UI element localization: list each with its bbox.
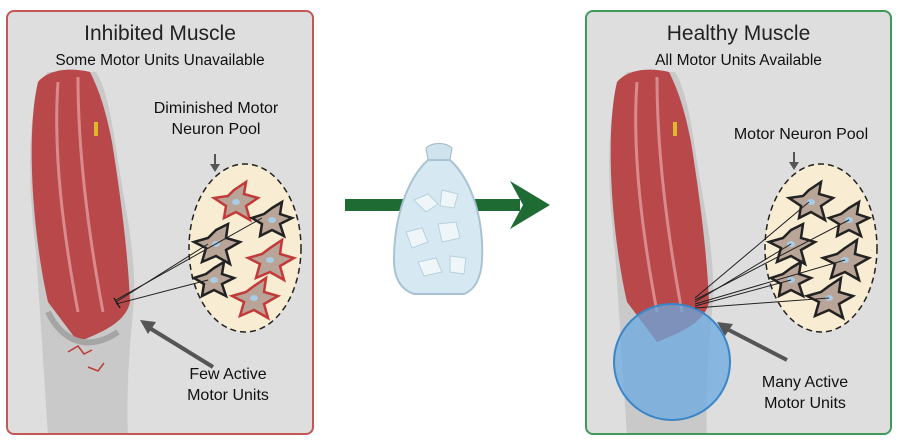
units-pointer-head <box>717 322 733 336</box>
pool-label-line1: Diminished Motor <box>153 100 279 117</box>
pool-pointer-head <box>210 164 220 172</box>
tendon <box>45 310 120 346</box>
units-pointer <box>724 326 788 362</box>
neuron <box>228 275 282 321</box>
bag-body <box>392 159 484 295</box>
ice-cubes <box>405 189 467 277</box>
pool-label: Motor Neuron Pool <box>711 124 890 145</box>
axon-line <box>694 259 846 305</box>
marker-highlight <box>673 122 677 136</box>
units-label-line1: Few Active <box>189 366 267 383</box>
endplate-mark <box>113 297 121 309</box>
left-title: Inhibited Muscle <box>84 22 236 45</box>
neuron <box>210 179 261 223</box>
muscle-fiber <box>76 76 105 313</box>
neuron <box>191 259 238 299</box>
axon-line <box>694 243 792 303</box>
knee-vessel <box>67 345 93 355</box>
units-pointer <box>146 325 215 369</box>
pool-pointer-head <box>789 162 799 170</box>
bag-knot <box>425 143 453 161</box>
units-label: Few Active Motor Units <box>158 364 298 406</box>
units-label: Many Active Motor Units <box>735 372 875 414</box>
inhibited-muscle-illustration <box>30 69 302 433</box>
muscle-fiber <box>55 81 80 313</box>
axon-line <box>115 279 209 305</box>
right-title: Healthy Muscle <box>666 22 811 45</box>
knee-vessel <box>87 362 105 372</box>
muscle-fiber <box>655 76 684 313</box>
units-label-line1: Many Active <box>761 374 849 391</box>
arrow-head <box>510 181 550 229</box>
axon-line <box>115 243 209 303</box>
muscle-fiber <box>634 81 659 313</box>
axon-line <box>694 201 810 299</box>
neuron <box>803 275 857 321</box>
neuron <box>249 199 296 239</box>
left-subtitle: Some Motor Units Unavailable <box>55 52 265 69</box>
pool-label-line1: Motor Neuron Pool <box>733 126 869 143</box>
neuron <box>244 237 298 283</box>
marker-highlight <box>94 122 98 136</box>
ice-compress-circle <box>613 303 731 421</box>
pool-label: Diminished Motor Neuron Pool <box>126 98 306 140</box>
healthy-muscle-panel: Healthy Muscle All Motor Units Available… <box>585 10 892 435</box>
units-label-line2: Motor Units <box>764 395 846 412</box>
axon-line <box>694 279 792 307</box>
healthy-muscle-illustration <box>609 69 878 433</box>
units-label-line2: Motor Units <box>187 387 269 404</box>
units-pointer-head <box>140 320 156 334</box>
axon-line <box>694 297 830 309</box>
ice-bag-icon <box>392 143 484 295</box>
pool-label-line2: Neuron Pool <box>171 121 261 138</box>
right-subtitle: All Motor Units Available <box>655 52 822 69</box>
inhibited-muscle-panel: Inhibited Muscle Some Motor Units Unavai… <box>6 10 314 435</box>
neuron <box>785 179 836 223</box>
